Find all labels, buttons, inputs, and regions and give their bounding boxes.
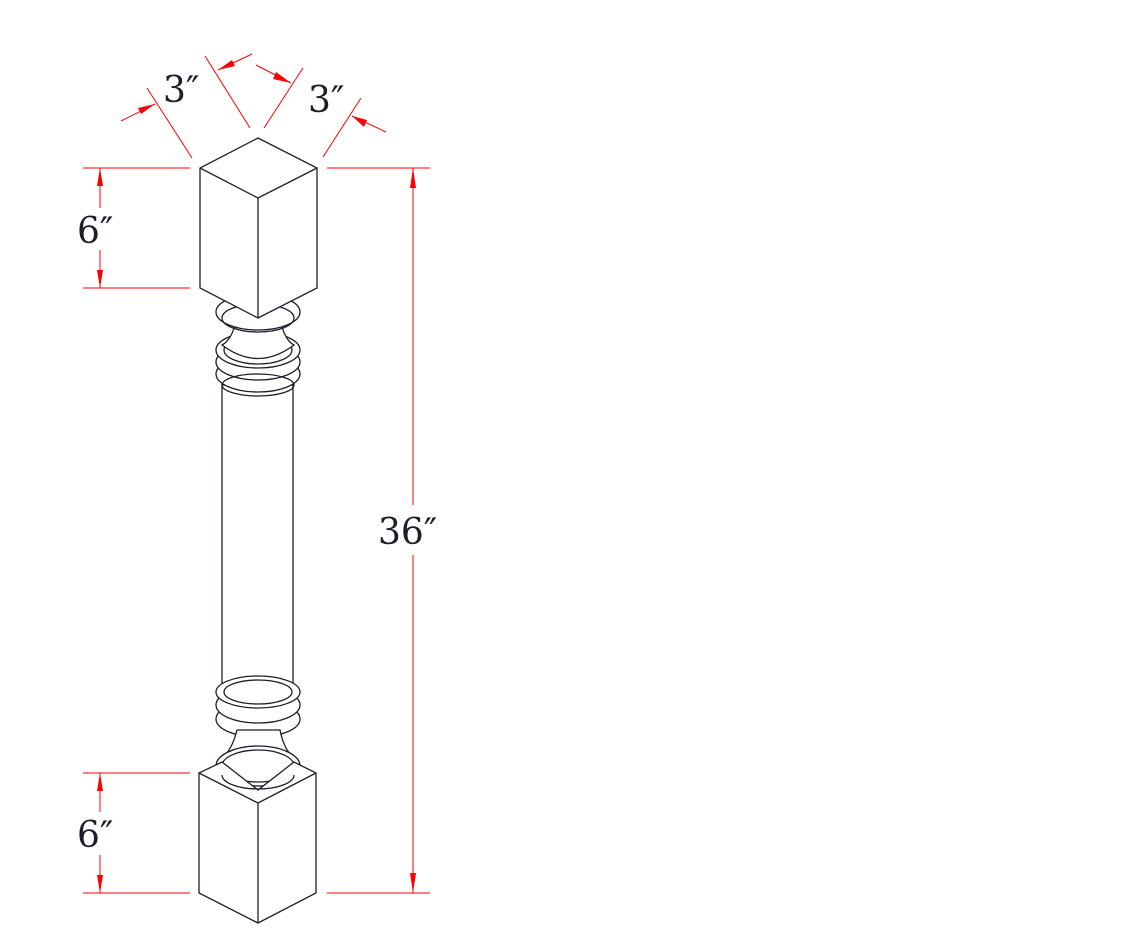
dimension-label-top-left-width: 3″: [163, 70, 199, 111]
dimension-label-top-block-height: 6″: [77, 211, 113, 252]
column-shaft: [221, 384, 294, 696]
dimension-label-overall-height: 36″: [378, 512, 437, 553]
dimension-lines: [83, 53, 430, 894]
dimension-label-bottom-block-height: 6″: [77, 815, 113, 856]
lower-turning: [215, 675, 301, 787]
dimension-label-top-right-width: 3″: [308, 80, 344, 121]
bottom-block: [198, 761, 317, 924]
column-outline: [198, 137, 318, 924]
top-block: [199, 137, 318, 319]
